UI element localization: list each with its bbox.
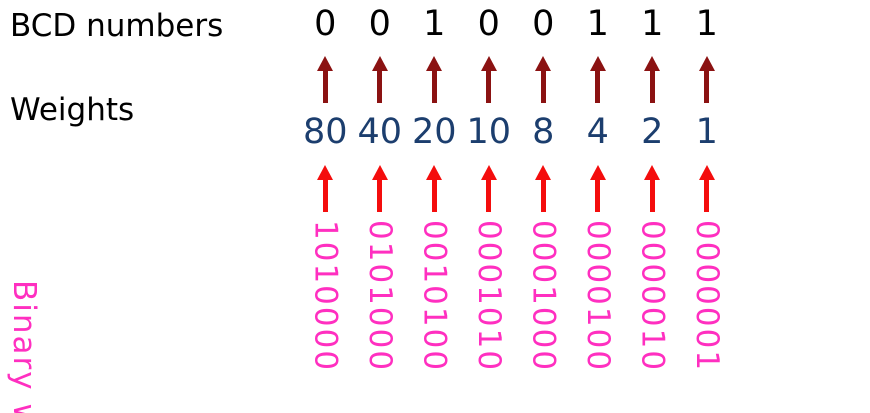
binary-to-weight-arrow-icon [535,165,552,212]
binary-weight-value: 0101000 [361,220,398,373]
weight-value: 8 [532,112,555,152]
weights-label: Weights [10,92,135,128]
arrow-stem [540,180,546,212]
digit-column: 0 40 0101000 [353,2,408,392]
weight-value: 20 [411,112,457,152]
weight-value: 4 [586,112,609,152]
arrow-stem [704,180,710,212]
bcd-digit: 1 [641,4,664,44]
digit-column: 0 80 1010000 [298,2,353,392]
digit-column: 1 4 0000100 [571,2,626,392]
bcd-digit: 1 [695,4,718,44]
bcd-digit: 0 [477,4,500,44]
bcd-digit: 0 [314,4,337,44]
arrow-head [644,56,661,71]
arrow-head [480,165,497,180]
arrow-stem [649,180,655,212]
binary-to-weight-arrow-icon [589,165,606,212]
bcd-digit: 0 [368,4,391,44]
weight-to-bcd-arrow-icon [644,56,661,103]
weight-value: 40 [357,112,403,152]
arrow-stem [322,71,328,103]
bcd-digit: 1 [423,4,446,44]
weight-to-bcd-arrow-icon [589,56,606,103]
weight-value: 10 [466,112,512,152]
binary-weights-label: Binary weights [6,280,42,413]
arrow-stem [322,180,328,212]
arrow-head [426,56,443,71]
arrow-stem [486,180,492,212]
arrow-head [535,165,552,180]
arrow-stem [595,180,601,212]
arrow-stem [595,71,601,103]
arrow-stem [431,71,437,103]
digit-columns: 0 80 1010000 0 40 0101000 1 20 0010100 0… [298,2,734,392]
arrow-head [480,56,497,71]
weight-to-bcd-arrow-icon [698,56,715,103]
bcd-digit: 1 [586,4,609,44]
weight-to-bcd-arrow-icon [371,56,388,103]
arrow-head [371,165,388,180]
arrow-head [317,56,334,71]
binary-to-weight-arrow-icon [480,165,497,212]
weight-value: 2 [641,112,664,152]
digit-column: 1 20 0010100 [407,2,462,392]
binary-to-weight-arrow-icon [698,165,715,212]
binary-weight-value: 1010000 [307,220,344,373]
binary-to-weight-arrow-icon [426,165,443,212]
weight-to-bcd-arrow-icon [426,56,443,103]
arrow-stem [540,71,546,103]
arrow-head [535,56,552,71]
binary-weight-value: 0001010 [470,220,507,373]
weight-to-bcd-arrow-icon [480,56,497,103]
arrow-head [317,165,334,180]
binary-weight-value: 0001000 [525,220,562,373]
arrow-stem [486,71,492,103]
arrow-head [698,165,715,180]
weight-to-bcd-arrow-icon [317,56,334,103]
arrow-head [698,56,715,71]
binary-weight-value: 0000010 [634,220,671,373]
bcd-digit: 0 [532,4,555,44]
weight-value: 1 [695,112,718,152]
arrow-head [589,56,606,71]
binary-weight-value: 0000100 [579,220,616,373]
digit-column: 0 10 0001010 [462,2,517,392]
bcd-numbers-label: BCD numbers [10,8,224,44]
binary-weight-value: 0010100 [416,220,453,373]
arrow-head [644,165,661,180]
binary-weight-value: 0000001 [688,220,725,373]
binary-to-weight-arrow-icon [317,165,334,212]
arrow-head [371,56,388,71]
binary-to-weight-arrow-icon [371,165,388,212]
arrow-stem [704,71,710,103]
arrow-head [426,165,443,180]
weight-value: 80 [302,112,348,152]
digit-column: 1 1 0000001 [680,2,735,392]
weight-to-bcd-arrow-icon [535,56,552,103]
arrow-head [589,165,606,180]
digit-column: 1 2 0000010 [625,2,680,392]
arrow-stem [649,71,655,103]
arrow-stem [377,71,383,103]
arrow-stem [377,180,383,212]
digit-column: 0 8 0001000 [516,2,571,392]
arrow-stem [431,180,437,212]
binary-to-weight-arrow-icon [644,165,661,212]
